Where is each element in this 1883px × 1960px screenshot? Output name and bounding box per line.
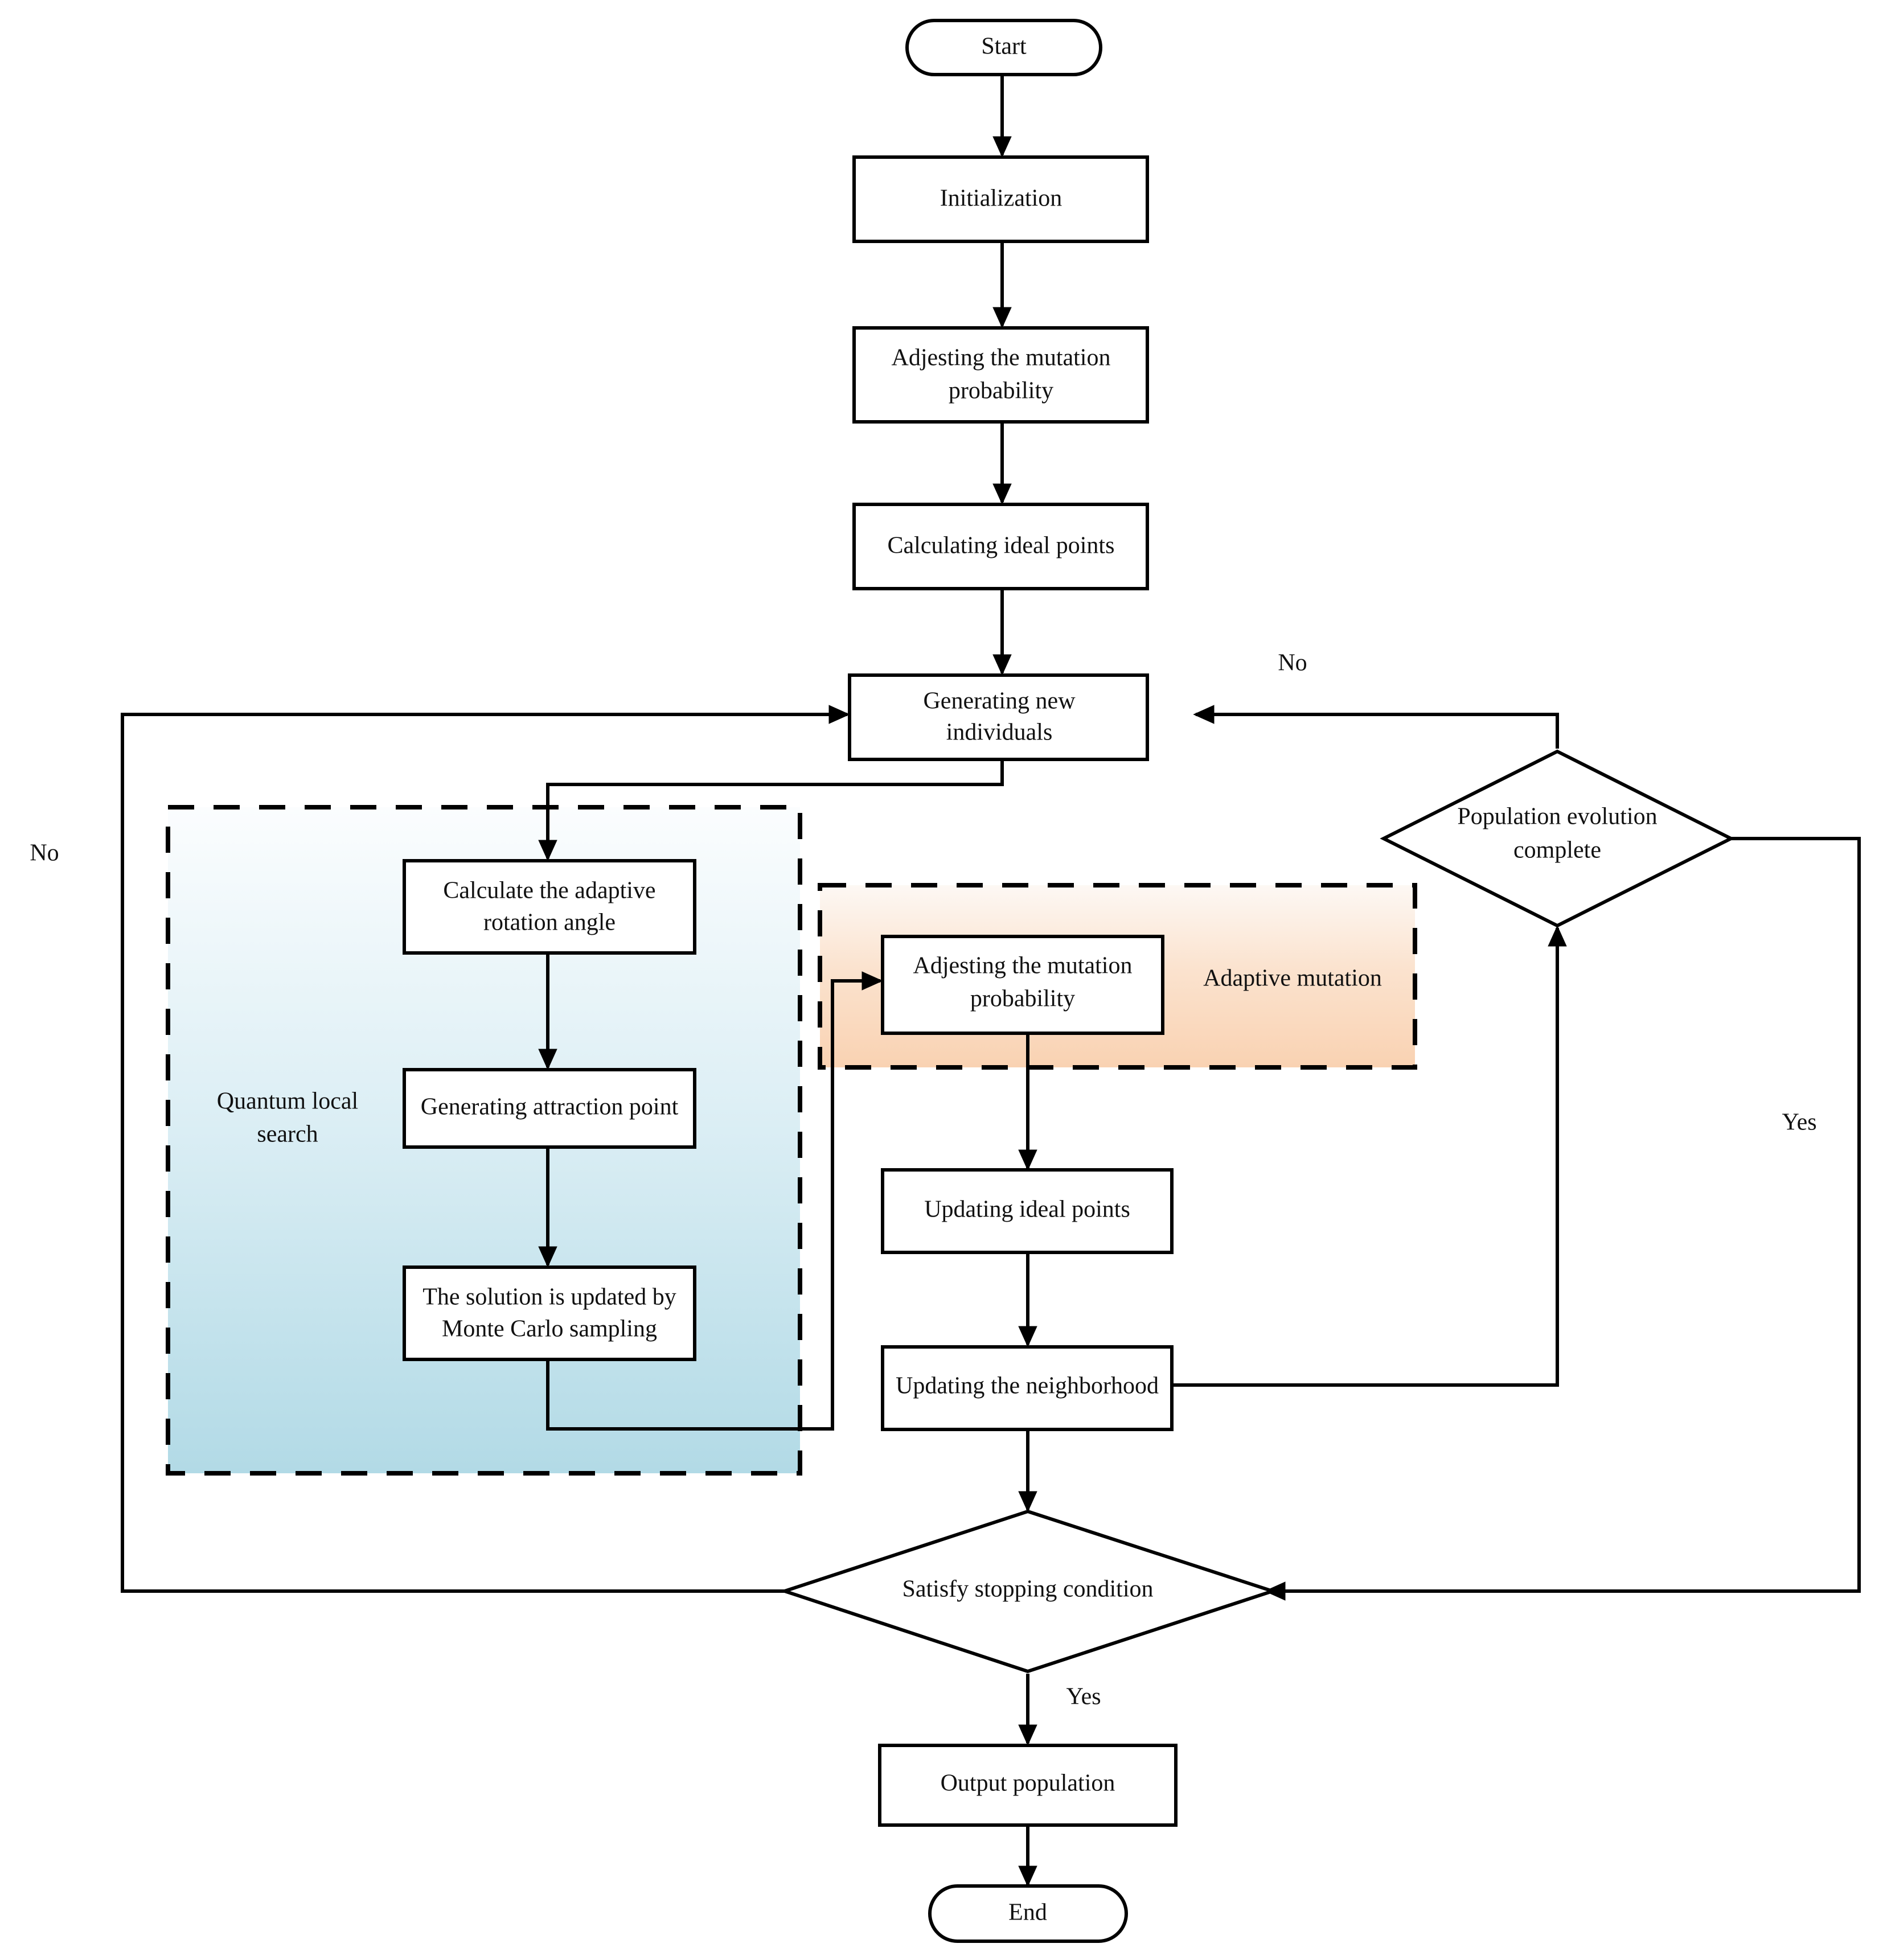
node-calculating-ideal-points[interactable] [852, 503, 1149, 590]
node-adjust-mutation-probability-inner-line2: probability [970, 986, 1075, 1012]
adaptive-mutation-border [818, 883, 1417, 1070]
edge-label-popevo-yes: Yes [1782, 1110, 1816, 1136]
edge-popevo-gennew-no [1193, 705, 1559, 749]
node-updating-the-neighborhood-label: Updating the neighborhood [896, 1373, 1159, 1399]
node-calculate-adaptive-rotation-angle-line1: Calculate the adaptive [443, 878, 655, 904]
node-initialization[interactable] [852, 155, 1149, 243]
node-generating-new-individuals[interactable] [848, 673, 1149, 761]
node-output-population[interactable] [878, 1744, 1178, 1827]
group-label-quantum-local-search-line1: Quantum local [217, 1088, 358, 1115]
node-updating-ideal-points[interactable] [881, 1168, 1174, 1254]
node-monte-carlo-sampling[interactable] [403, 1265, 696, 1361]
group-label-adaptive-mutation: Adaptive mutation [1203, 965, 1382, 992]
edge-updneigh-popevo [1172, 925, 1567, 1387]
node-calculate-adaptive-rotation-angle[interactable] [403, 859, 696, 955]
quantum-local-search-border [166, 805, 802, 1476]
node-adjust-mutation-probability-inner-line1: Adjesting the mutation [913, 953, 1133, 979]
node-calculating-ideal-points-label: Calculating ideal points [888, 533, 1115, 559]
node-adjust-mutation-probability-inner[interactable] [881, 935, 1164, 1035]
node-generating-attraction-point[interactable] [403, 1068, 696, 1149]
node-output-population-label: Output population [941, 1770, 1115, 1797]
node-updating-ideal-points-label: Updating ideal points [924, 1197, 1130, 1223]
node-calculate-adaptive-rotation-angle-line2: rotation angle [483, 910, 616, 936]
node-end-label: End [1008, 1900, 1047, 1926]
node-population-evolution-complete-line1: Population evolution [1457, 804, 1657, 830]
node-monte-carlo-sampling-line1: The solution is updated by [422, 1284, 676, 1310]
node-generating-new-individuals-line2: individuals [946, 720, 1053, 746]
group-label-quantum-local-search-line2: search [257, 1121, 318, 1148]
node-initialization-label: Initialization [940, 186, 1062, 212]
edge-gennew-rotangle [538, 757, 1004, 861]
node-end[interactable] [928, 1884, 1128, 1943]
node-adjust-mutation-probability-top[interactable] [852, 326, 1149, 424]
node-population-evolution-complete-line2: complete [1513, 837, 1601, 864]
node-monte-carlo-sampling-line2: Monte Carlo sampling [442, 1316, 657, 1342]
edge-label-stopcond-yes: Yes [1066, 1684, 1101, 1710]
edge-popevo-stopcond-yes [1264, 837, 1861, 1601]
node-satisfy-stopping-condition[interactable] [779, 1509, 1278, 1674]
edge-montecarlo-adjust2 [546, 971, 883, 1431]
node-start-label: Start [981, 34, 1027, 60]
node-population-evolution-complete[interactable] [1380, 749, 1735, 928]
node-generating-attraction-point-label: Generating attraction point [421, 1094, 679, 1120]
node-generating-new-individuals-line1: Generating new [923, 688, 1076, 714]
edge-label-popevo-no: No [1278, 650, 1307, 676]
node-start[interactable] [905, 19, 1102, 76]
node-updating-the-neighborhood[interactable] [881, 1345, 1174, 1431]
node-satisfy-stopping-condition-label: Satisfy stopping condition [902, 1576, 1154, 1602]
edge-stopcond-gennew-no [121, 705, 850, 1593]
node-adjust-mutation-probability-top-line2: probability [949, 378, 1053, 404]
node-adjust-mutation-probability-top-line1: Adjesting the mutation [892, 345, 1111, 371]
edge-label-stopcond-no: No [30, 840, 59, 866]
